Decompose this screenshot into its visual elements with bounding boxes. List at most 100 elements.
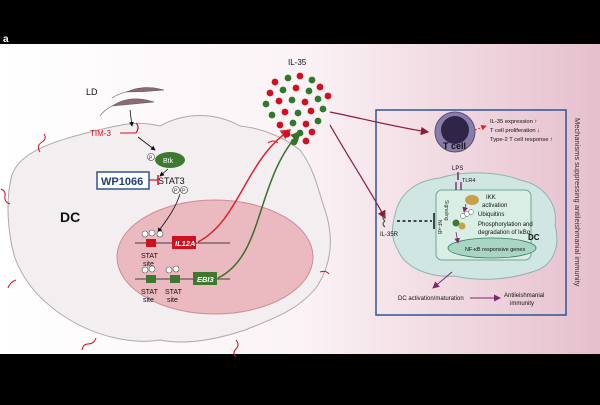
stat3-to-nucleus-arrow [157, 193, 181, 233]
ebi3-stat3-dimer-icon [141, 265, 180, 274]
il35-molecule [279, 86, 287, 94]
stat-site-3b: site [167, 297, 178, 304]
il35-to-tcell-arrow [329, 111, 430, 136]
nucleus-left [116, 199, 314, 315]
il35-molecule [296, 129, 304, 137]
ld-label: LD [86, 87, 98, 97]
stat-site-2b: site [143, 297, 154, 304]
ebi3-stat-site-box-2 [170, 275, 180, 283]
ld-parasite-icon [99, 87, 165, 117]
ld-arrow [129, 109, 134, 127]
stat-site-1b: site [143, 261, 154, 268]
il35-molecule [314, 117, 322, 125]
il35-molecule [324, 92, 332, 100]
stat3-phospho-icon-2 [180, 186, 188, 194]
antileish-label-2: immunity [510, 301, 534, 307]
stat3-phospho-label-1: P [174, 189, 178, 195]
stat-site-3a: STAT [165, 289, 183, 296]
wp1066-label: WP1066 [101, 176, 143, 188]
il35-label: IL-35 [288, 58, 307, 67]
il12a-stat-site-box [146, 239, 156, 247]
antileish-label-1: Antileishmanial [504, 293, 544, 299]
btk-label: Btk [163, 158, 174, 165]
dc-activation-label: DC activation/maturation [398, 296, 464, 302]
tlr4-label: TLR4 [462, 178, 475, 184]
il35-molecule [288, 96, 296, 104]
mechanisms-side-title: Mechanisms suppressing antileishmanial i… [573, 118, 582, 287]
il35-molecule [301, 98, 309, 106]
ikk-icon [465, 195, 479, 205]
il35-molecule [268, 111, 276, 119]
il35-molecule [271, 78, 279, 86]
stat-site-2a: STAT [141, 289, 159, 296]
nfkb-complex-icon [452, 219, 466, 230]
il35-molecule [296, 72, 304, 80]
tlr4-receptor-icon [455, 182, 462, 190]
il12a-to-il35-arrow [197, 129, 292, 243]
dc-label-right: DC [528, 233, 540, 242]
lps-label: LPS [452, 166, 463, 172]
nfkb-genes-label: NF-κB responsive genes [465, 247, 525, 253]
il12a-gene-box [172, 236, 196, 249]
surface-receptors [0, 133, 330, 358]
il35-molecule [289, 119, 297, 127]
dc-label-left: DC [60, 209, 80, 225]
il35-molecule [305, 87, 313, 95]
effect-type2-response: Type-2 T cell response ↑ [490, 137, 553, 143]
nfkb-side-label: NF-κB [436, 220, 442, 235]
il12a-stat3-dimer-icon [141, 229, 164, 238]
il35-molecule [302, 137, 310, 145]
il35-molecule [283, 130, 291, 138]
tcell-label: T cell [443, 141, 466, 151]
il35-molecule [308, 76, 316, 84]
il35-molecule [276, 121, 284, 129]
il35-molecule [284, 74, 292, 82]
mechanisms-box [375, 109, 567, 316]
ikk-arrow [462, 203, 468, 213]
tim3-label: TIM-3 [90, 129, 111, 138]
tcell-nucleus [441, 116, 469, 144]
btk-to-stat3-arrow [159, 168, 169, 177]
il35-molecule [266, 89, 274, 97]
il35-molecule [290, 138, 298, 146]
il35r-label: IL-35R [380, 232, 399, 238]
btk-phospho-label: P [149, 156, 153, 162]
ebi3-label: EBI3 [197, 275, 215, 284]
ebi3-stat-site-box-1 [146, 275, 156, 283]
il35-molecule [294, 109, 302, 117]
btk-phospho-icon [147, 153, 155, 161]
ebi3-gene-box [193, 272, 217, 285]
stat3-label: STAT3 [158, 176, 185, 186]
phospho-label-2: degradation of IκBα [478, 230, 531, 236]
il35-molecule [316, 83, 324, 91]
il35r-receptor-icon [382, 214, 386, 228]
stat3-phospho-label-2: P [182, 189, 186, 195]
il35-to-il35r-arrow [329, 124, 386, 220]
panel-letter: a [3, 34, 9, 45]
tim3-hook [135, 122, 139, 134]
ikk-label: IKK [486, 195, 496, 201]
dc-activation-arrow [432, 271, 453, 289]
ubiquitins-label: Ubiquitins [478, 212, 504, 218]
il35-molecule [262, 100, 270, 108]
il35-molecule [307, 107, 315, 115]
il35-molecule [319, 105, 327, 113]
il35-molecule [308, 128, 316, 136]
nucleus-right [447, 237, 537, 259]
il35-molecule [314, 95, 322, 103]
ubiquitin-chain-icon [460, 209, 474, 219]
ebi3-to-il35-arrow [217, 130, 302, 279]
signaling-label: Signaling [443, 200, 449, 221]
stat3-phospho-icon-1 [172, 186, 180, 194]
btk-node [155, 152, 185, 168]
tcell-effect-arrow [474, 125, 487, 131]
il35-cluster [262, 72, 332, 146]
il12a-label: IL12A [175, 239, 195, 248]
ikk-activation-label: activation [482, 203, 507, 209]
effect-tcell-proliferation: T cell proliferation ↓ [490, 128, 540, 134]
phospho-label-1: Phosphorylation and [478, 222, 533, 228]
il35-molecule [281, 108, 289, 116]
il35-molecule [292, 84, 300, 92]
